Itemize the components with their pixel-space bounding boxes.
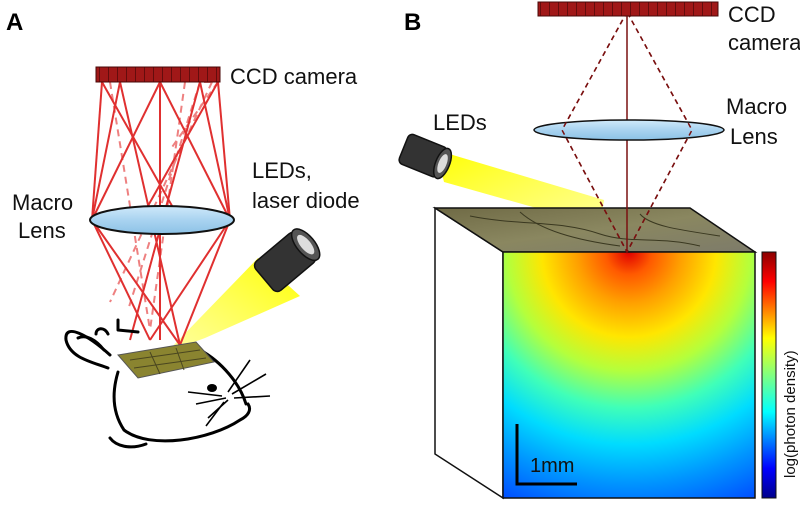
scale-bar — [515, 424, 577, 486]
leds-label: LEDs — [433, 110, 487, 135]
light-beam-b — [436, 150, 604, 226]
lens-label-line2: Lens — [18, 218, 66, 243]
panel-a-letter: A — [6, 9, 23, 36]
source-label-line1: LEDs, — [252, 158, 312, 183]
panel-b-letter: B — [404, 9, 421, 36]
focus-cone — [561, 11, 693, 254]
colorbar — [761, 251, 777, 499]
lens-b-label-line2: Lens — [730, 124, 778, 149]
camera-b-label-line2: camera — [728, 30, 800, 55]
mouse-outline — [64, 318, 252, 449]
lens-b-label-line1: Macro — [726, 94, 787, 119]
camera-label: CCD camera — [230, 64, 358, 89]
scale-label: 1mm — [530, 455, 574, 477]
ccd-camera — [95, 66, 221, 83]
ccd-camera-b — [537, 1, 719, 17]
macro-lens — [89, 205, 235, 235]
photon-density-map — [502, 251, 756, 499]
imaging-window-texture — [129, 347, 207, 375]
led-source — [253, 228, 321, 293]
source-label-line2: laser diode — [252, 188, 360, 213]
lens-label-line1: Macro — [12, 190, 73, 215]
mouse-eye — [207, 384, 217, 392]
led-source-b — [398, 133, 453, 180]
camera-b-label-line1: CCD — [728, 2, 776, 27]
tissue-vessels — [469, 211, 721, 247]
whiskers — [187, 359, 271, 427]
colorbar-label: log(photon density) — [782, 350, 799, 478]
macro-lens-b — [533, 119, 725, 141]
tissue-block-side — [434, 206, 504, 500]
